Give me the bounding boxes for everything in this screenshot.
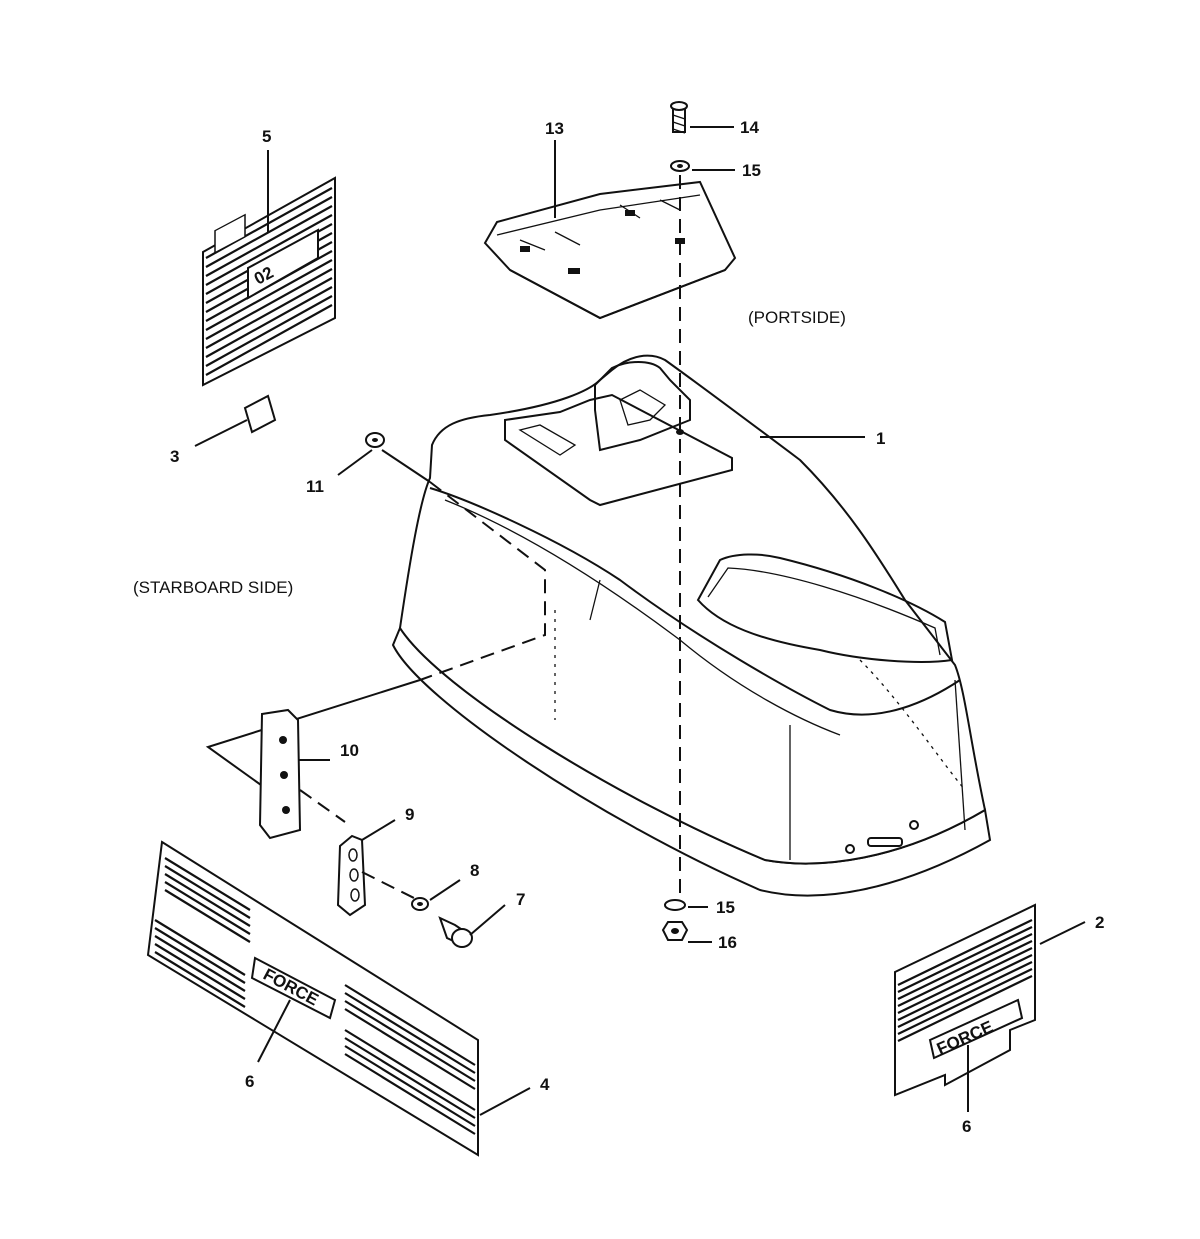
top-washer bbox=[670, 160, 690, 172]
decal-hp-stripe bbox=[205, 286, 333, 358]
callout-4: 4 bbox=[540, 1075, 550, 1094]
decal-starboard-stripe bbox=[344, 984, 476, 1066]
decal-portside-stripe bbox=[897, 954, 1033, 1021]
bracket-large bbox=[258, 708, 302, 840]
decal-starboard-stripe bbox=[344, 992, 476, 1074]
decal-starboard-stripe bbox=[344, 1053, 476, 1135]
decal-starboard-stripe bbox=[154, 943, 246, 1000]
decal-hp-stripe bbox=[205, 214, 333, 286]
decal-portside-stripe bbox=[897, 968, 1033, 1035]
decal-portside-stripe bbox=[897, 975, 1033, 1042]
callout-6-portside: 6 bbox=[962, 1117, 971, 1136]
decal-starboard-stripe bbox=[164, 881, 251, 935]
callout-15-bottom: 15 bbox=[716, 898, 735, 917]
decal-hp-stripe bbox=[205, 295, 333, 367]
decal-starboard-stripe bbox=[154, 935, 246, 992]
decal-hp-stripe bbox=[205, 304, 333, 376]
decal-portside: FORCE bbox=[894, 903, 1036, 1097]
decal-starboard-stripe bbox=[154, 919, 246, 976]
callout-10: 10 bbox=[340, 741, 359, 760]
top-bolt bbox=[670, 101, 688, 134]
decal-starboard-stripe bbox=[344, 1008, 476, 1090]
leader-lines bbox=[194, 126, 1086, 1116]
starboard-label: (STARBOARD SIDE) bbox=[133, 578, 293, 597]
decal-hp-stripe bbox=[205, 277, 333, 349]
decal-hp-stripe bbox=[205, 268, 333, 340]
decal-starboard-stripe bbox=[344, 1000, 476, 1082]
callout-16: 16 bbox=[718, 933, 737, 952]
small-fastener bbox=[365, 432, 431, 483]
callout-5: 5 bbox=[262, 127, 271, 146]
callout-2: 2 bbox=[1095, 913, 1104, 932]
decal-portside-stripe bbox=[897, 947, 1033, 1014]
callout-6-starboard: 6 bbox=[245, 1072, 254, 1091]
portside-label: (PORTSIDE) bbox=[748, 308, 846, 327]
fastener-link-dash bbox=[361, 871, 419, 901]
small-plug-plate bbox=[243, 394, 277, 434]
engine-cowl bbox=[391, 354, 992, 897]
callout-13: 13 bbox=[545, 119, 564, 138]
decal-starboard-stripe bbox=[164, 889, 251, 943]
decal-hp-stripe bbox=[205, 205, 333, 277]
decal-portside-stripe bbox=[897, 961, 1033, 1028]
decal-starboard-stripe bbox=[164, 873, 251, 927]
decal-hp-stripe bbox=[205, 259, 333, 331]
callout-11: 11 bbox=[306, 477, 324, 496]
decal-portside-stripe bbox=[897, 940, 1033, 1007]
bracket-small bbox=[336, 834, 367, 917]
washer-8 bbox=[411, 897, 429, 911]
decal-starboard-stripe bbox=[164, 865, 251, 919]
decal-portside-stripe bbox=[897, 926, 1033, 993]
screw-7 bbox=[438, 916, 473, 948]
decal-starboard-stripe bbox=[154, 927, 246, 984]
callout-14: 14 bbox=[740, 118, 759, 137]
decal-portside-stripe bbox=[897, 919, 1033, 986]
callout-7: 7 bbox=[516, 890, 525, 909]
callout-1: 1 bbox=[876, 429, 885, 448]
decal-starboard-stripe bbox=[344, 1029, 476, 1111]
lower-nut bbox=[661, 921, 689, 941]
decal-starboard-stripe bbox=[344, 1037, 476, 1119]
callout-9: 9 bbox=[405, 805, 414, 824]
bracket-guide-dash bbox=[419, 481, 546, 681]
bracket-guide-line bbox=[205, 679, 421, 791]
callout-3: 3 bbox=[170, 447, 179, 466]
decal-starboard-stripe bbox=[164, 857, 251, 911]
top-cover-plate bbox=[483, 180, 737, 320]
decal-starboard-stripe bbox=[154, 951, 246, 1008]
callout-8: 8 bbox=[470, 861, 479, 880]
decal-portside-stripe bbox=[897, 933, 1033, 1000]
callout-15-top: 15 bbox=[742, 161, 761, 180]
lower-washer bbox=[664, 899, 686, 911]
decal-hp-plate: 02 bbox=[202, 176, 336, 387]
decal-starboard: FORCE bbox=[146, 840, 479, 1157]
decal-starboard-stripe bbox=[344, 1045, 476, 1127]
bracket-link-dash bbox=[299, 789, 346, 823]
